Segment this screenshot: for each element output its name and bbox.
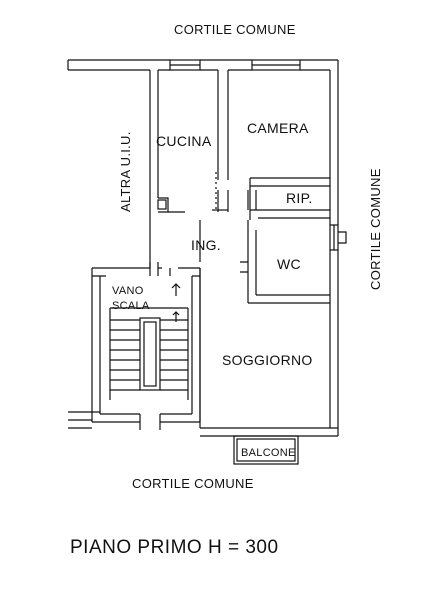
room-label-vano: VANO — [112, 285, 144, 297]
floor-caption: PIANO PRIMO H = 300 — [70, 537, 279, 558]
courtyard-bottom-label: CORTILE COMUNE — [132, 476, 254, 491]
stair-flights — [109, 307, 189, 400]
walls — [67, 59, 347, 465]
wall-wc-left — [247, 220, 257, 303]
room-label-scala: SCALA — [112, 300, 150, 312]
room-label-wc: WC — [277, 256, 301, 272]
balcony — [233, 435, 299, 465]
room-label-soggiorno: SOGGIORNO — [222, 352, 313, 368]
wall-stair-top — [92, 267, 200, 277]
wall-stair-right — [191, 268, 201, 422]
room-label-cucina: CUCINA — [156, 133, 212, 149]
stair-arrow — [171, 283, 181, 296]
other-unit-label: ALTRA U.I.U. — [118, 131, 133, 212]
wall-kitchen-right — [217, 70, 229, 212]
room-label-camera: CAMERA — [247, 120, 309, 136]
courtyard-right-label: CORTILE COMUNE — [368, 168, 383, 290]
wall-left-upper — [67, 60, 92, 421]
flue — [157, 199, 167, 210]
balcony-door — [236, 427, 296, 437]
room-label-rip: RIP. — [286, 190, 313, 206]
room-label-balcone: BALCONE — [241, 447, 296, 459]
wall-wc-bottom — [248, 294, 330, 304]
courtyard-top-label: CORTILE COMUNE — [174, 22, 296, 37]
wall-kitchen-left — [149, 70, 159, 268]
wall-bedroom-bottom — [250, 177, 330, 187]
wall-stair-left — [91, 268, 101, 422]
room-label-ingresso: ING. — [191, 237, 221, 253]
wall-rip-bottom — [250, 209, 330, 219]
outer-wall-bottom — [92, 413, 200, 423]
